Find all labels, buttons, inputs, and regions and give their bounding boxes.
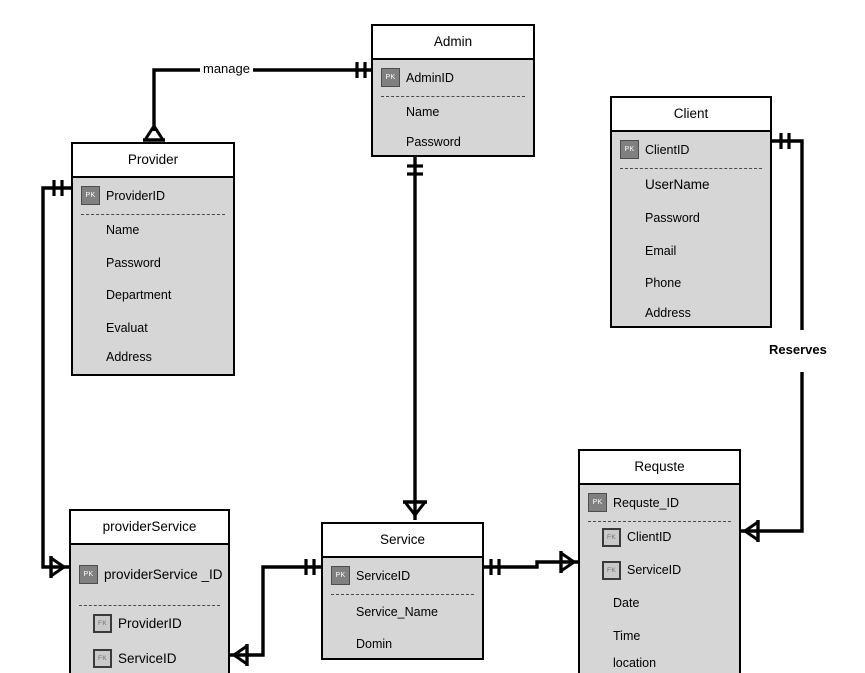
attribute-row[interactable]: PK ProviderID xyxy=(73,178,233,214)
pk-separator xyxy=(620,167,762,169)
pk-badge-icon: PK xyxy=(81,186,100,205)
entity-client[interactable]: Client PK ClientID UserName Password Ema… xyxy=(610,96,772,328)
edge-providerservice-service xyxy=(230,565,321,657)
relationship-label-reserves: Reserves xyxy=(766,342,830,357)
attribute-row[interactable]: Address xyxy=(73,344,233,371)
entity-requste-body: PK Requste_ID FK ClientID FK ServiceID D… xyxy=(580,485,739,673)
attribute-label: Evaluat xyxy=(106,320,148,335)
attribute-row[interactable]: location xyxy=(580,653,739,673)
pk-separator xyxy=(381,95,525,97)
pk-separator xyxy=(331,593,474,595)
fk-badge-icon: FK xyxy=(602,527,621,547)
attribute-row[interactable]: PK ClientID xyxy=(612,132,770,168)
attribute-row[interactable]: FK ClientID xyxy=(580,521,739,554)
entity-requste-title: Requste xyxy=(580,451,739,485)
attribute-label: ClientID xyxy=(627,530,672,544)
pk-badge-icon: PK xyxy=(331,566,350,585)
attribute-row[interactable]: Name xyxy=(73,214,233,247)
pk-separator xyxy=(588,520,731,522)
pk-badge-icon: PK xyxy=(620,140,639,159)
entity-client-title: Client xyxy=(612,98,770,132)
entity-service-body: PK ServiceID Service_Name Domin xyxy=(323,558,482,659)
attribute-row[interactable]: Service_Name xyxy=(323,594,482,630)
entity-admin-title: Admin xyxy=(373,26,533,60)
attribute-row[interactable]: PK providerService _ID xyxy=(71,545,228,605)
attribute-row[interactable]: Time xyxy=(580,620,739,653)
attribute-label: Service_Name xyxy=(356,604,438,619)
attribute-label: Time xyxy=(613,629,641,643)
attribute-row[interactable]: Evaluat xyxy=(73,312,233,344)
attribute-row[interactable]: Department xyxy=(73,279,233,312)
attribute-label: Password xyxy=(645,211,700,225)
attribute-label: ServiceID xyxy=(118,650,177,666)
attribute-label: Password xyxy=(406,135,461,149)
attribute-label: Department xyxy=(106,288,172,302)
attribute-row[interactable]: Name xyxy=(373,96,533,129)
attribute-row[interactable]: Address xyxy=(612,300,770,327)
attribute-row[interactable]: FK ServiceID xyxy=(580,554,739,587)
attribute-label: ClientID xyxy=(645,142,690,157)
attribute-row[interactable]: UserName xyxy=(612,168,770,202)
entity-service[interactable]: Service PK ServiceID Service_Name Domin xyxy=(321,522,484,660)
attribute-row[interactable]: Email xyxy=(612,235,770,267)
attribute-label: Address xyxy=(645,306,691,320)
attribute-row[interactable]: Phone xyxy=(612,267,770,300)
attribute-label: Email xyxy=(645,243,677,258)
pk-separator xyxy=(81,213,225,215)
entity-requste[interactable]: Requste PK Requste_ID FK ClientID FK Ser… xyxy=(578,449,741,673)
entity-provider[interactable]: Provider PK ProviderID Name Password Dep… xyxy=(71,142,235,376)
entity-providerservice-body: PK providerService _ID FK ProviderID FK … xyxy=(71,545,228,673)
pk-separator xyxy=(79,604,220,606)
entity-admin-body: PK AdminID Name Password xyxy=(373,60,533,156)
entity-client-body: PK ClientID UserName Password Email Phon… xyxy=(612,132,770,327)
attribute-label: Date xyxy=(613,596,640,610)
entity-providerservice[interactable]: providerService PK providerService _ID F… xyxy=(69,509,230,673)
edge-client-requste-bottom xyxy=(741,372,804,533)
pk-badge-icon: PK xyxy=(588,493,607,512)
edge-client-requste-top xyxy=(772,139,804,330)
attribute-row[interactable]: PK ServiceID xyxy=(323,558,482,594)
attribute-label: Requste_ID xyxy=(613,495,680,510)
attribute-label: ServiceID xyxy=(356,568,411,583)
pk-badge-icon: PK xyxy=(79,565,98,584)
attribute-label: Address xyxy=(106,350,152,364)
attribute-label: ProviderID xyxy=(118,616,182,631)
edge-admin-provider xyxy=(152,68,371,131)
attribute-row[interactable]: Password xyxy=(73,247,233,279)
attribute-row[interactable]: FK ProviderID xyxy=(71,605,228,643)
fk-badge-icon: FK xyxy=(93,614,112,633)
entity-service-title: Service xyxy=(323,524,482,558)
entity-provider-body: PK ProviderID Name Password Department E… xyxy=(73,178,233,375)
attribute-label: Domin xyxy=(356,637,393,651)
attribute-label: ServiceID xyxy=(627,563,682,577)
attribute-label: AdminID xyxy=(406,70,454,85)
attribute-label: location xyxy=(613,656,657,670)
edge-provider-providerservice xyxy=(41,186,71,569)
attribute-label: Phone xyxy=(645,276,682,290)
fk-badge-icon: FK xyxy=(602,560,621,580)
fk-badge-icon: FK xyxy=(93,648,112,668)
edge-service-requste xyxy=(484,560,578,569)
attribute-row[interactable]: PK Requste_ID xyxy=(580,485,739,521)
relationship-label-manage: manage xyxy=(200,61,253,76)
attribute-row[interactable]: Password xyxy=(612,202,770,235)
attribute-row[interactable]: FK ServiceID xyxy=(71,643,228,673)
attribute-label: Name xyxy=(406,105,440,119)
entity-admin[interactable]: Admin PK AdminID Name Password xyxy=(371,24,535,157)
attribute-label: ProviderID xyxy=(106,188,166,203)
attribute-row[interactable]: Domin xyxy=(323,630,482,659)
entity-provider-title: Provider xyxy=(73,144,233,178)
entity-providerservice-title: providerService xyxy=(71,511,228,545)
attribute-label: Name xyxy=(106,223,140,237)
attribute-label: providerService _ID xyxy=(104,566,223,582)
attribute-label: Password xyxy=(106,255,161,270)
attribute-row[interactable]: Date xyxy=(580,587,739,620)
attribute-row[interactable]: Password xyxy=(373,129,533,156)
attribute-row[interactable]: PK AdminID xyxy=(373,60,533,96)
attribute-label: UserName xyxy=(645,177,710,192)
pk-badge-icon: PK xyxy=(381,68,400,87)
